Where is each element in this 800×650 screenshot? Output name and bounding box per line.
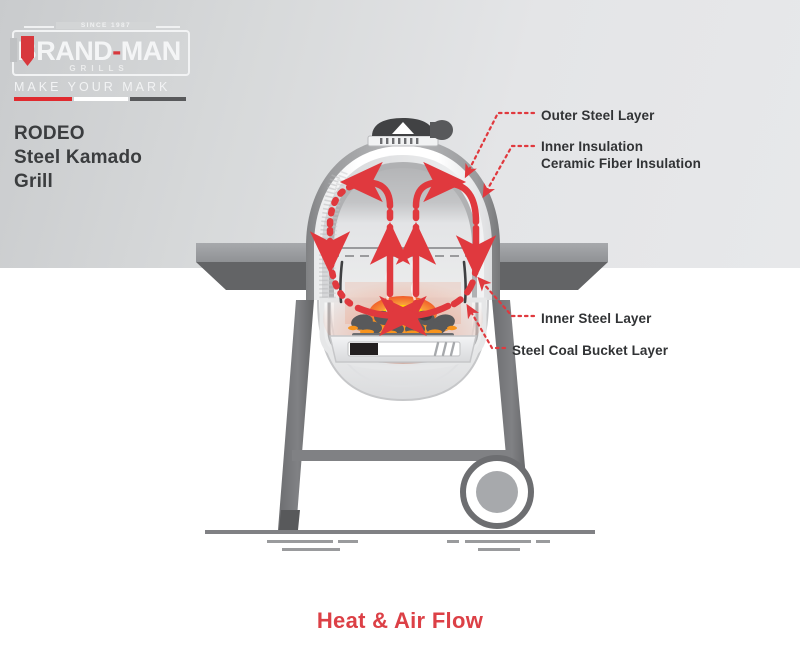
leader-coal-bucket (466, 303, 507, 350)
heat-air-flow-arrows (309, 161, 497, 337)
leader-inner-insulation (482, 144, 536, 199)
tagline-bar-gray (130, 97, 186, 101)
logo-flag-icon (21, 36, 34, 66)
product-title-line1: RODEO (14, 123, 85, 144)
grill-cart-stand (278, 300, 528, 530)
top-chimney-vent (367, 118, 453, 147)
leader-outer-steel (464, 111, 536, 179)
callout-inner-insulation-line1: Inner Insulation (541, 139, 644, 154)
tagline-bar-red (14, 97, 72, 101)
callout-outer-steel-layer: Outer Steel Layer (541, 108, 655, 123)
tagline-bars (14, 97, 186, 101)
logo-brand-part2: MAN (120, 36, 182, 66)
brand-tagline: MAKE YOUR MARK (14, 80, 186, 104)
brand-logo: SINCE 1987 BRAND-MAN GRILLS (10, 22, 210, 108)
product-title: RODEO Steel Kamado Grill (14, 122, 142, 194)
logo-flag-notch-icon (10, 38, 18, 62)
tagline-text: MAKE YOUR MARK (14, 80, 171, 94)
callout-ceramic-fiber-line2: Ceramic Fiber Insulation (541, 156, 701, 171)
footer-title: Heat & Air Flow (316, 608, 484, 633)
callout-steel-coal-bucket-layer: Steel Coal Bucket Layer (512, 343, 669, 358)
callout-inner-insulation: Inner Insulation Ceramic Fiber Insulatio… (541, 138, 701, 172)
logo-brand-dash: - (112, 36, 121, 66)
cart-wheel (460, 455, 534, 529)
product-title-line2: Steel Kamado (14, 147, 143, 168)
cart-crossbar (292, 450, 510, 461)
logo-rule-right (150, 26, 180, 28)
callout-leader-lines (464, 111, 536, 350)
logo-sub-text: GRILLS (69, 64, 129, 73)
product-title-line3: Grill (14, 171, 54, 192)
logo-since-text: SINCE 1987 (56, 22, 156, 29)
tagline-bar-white (74, 97, 128, 101)
vent-slider (350, 343, 378, 355)
bottom-air-vent (329, 335, 477, 363)
ground-line (205, 530, 595, 551)
leader-inner-steel (477, 276, 536, 318)
callout-inner-steel-layer: Inner Steel Layer (541, 311, 652, 326)
logo-rule-left (24, 26, 54, 28)
